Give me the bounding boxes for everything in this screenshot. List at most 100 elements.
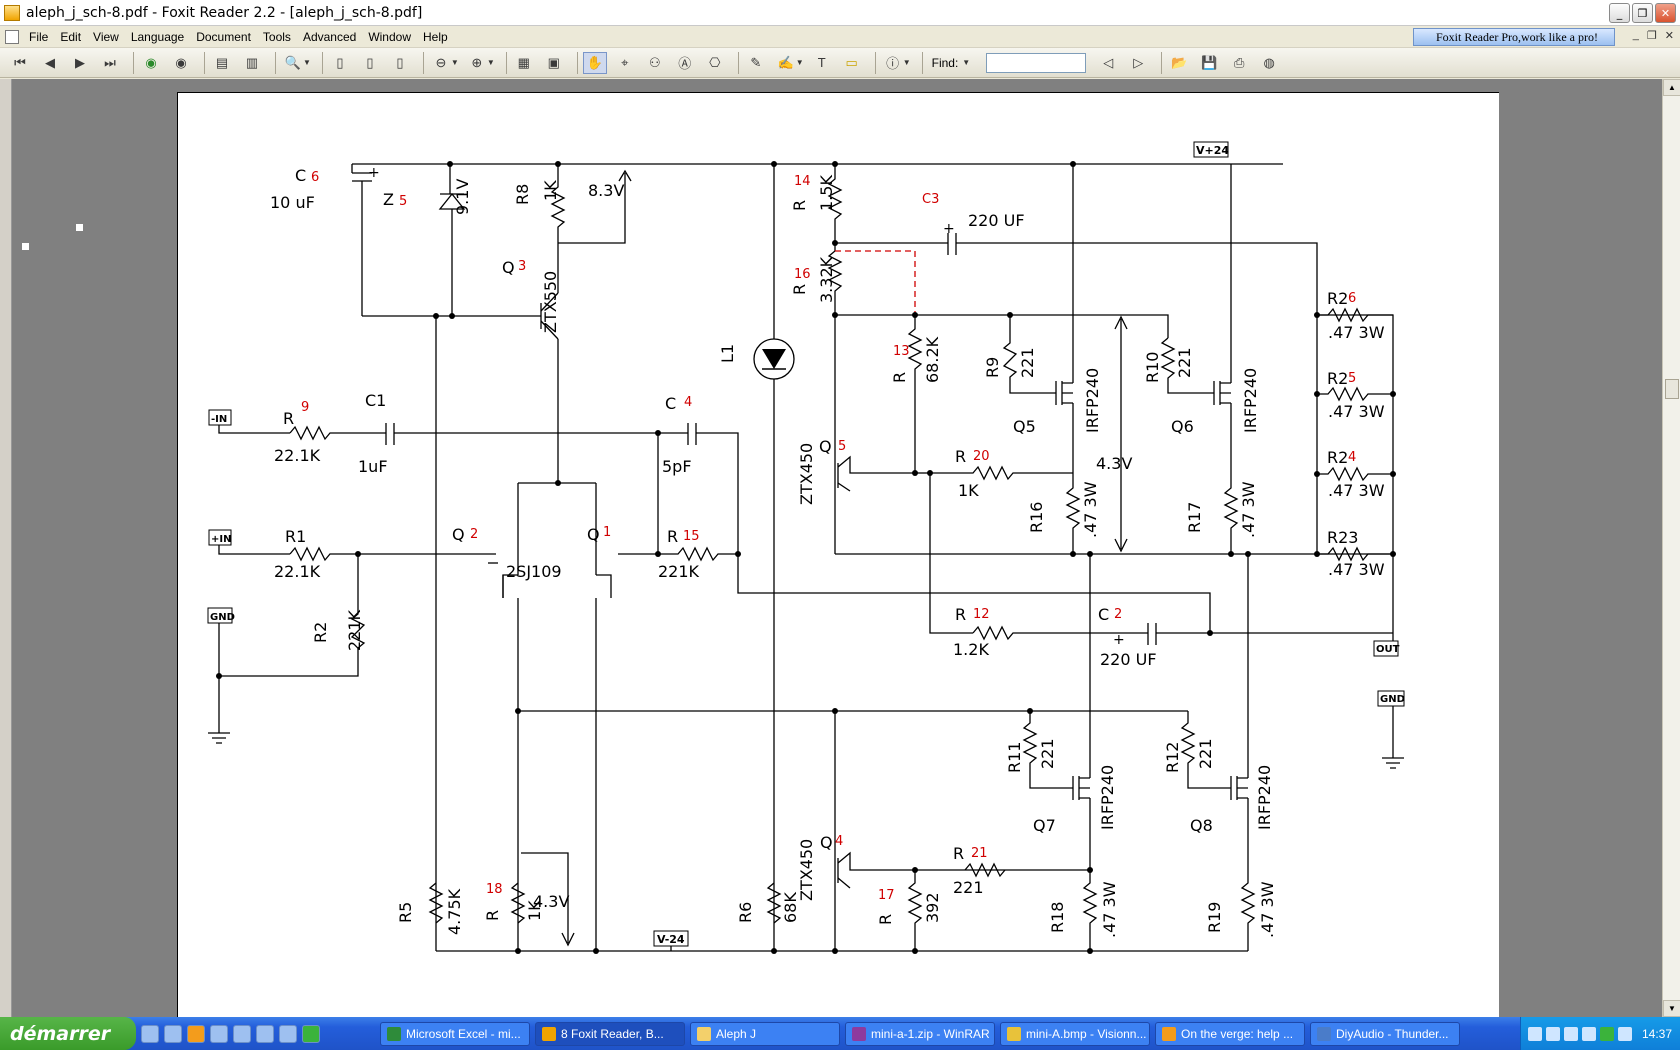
last-page-icon[interactable]: ⏭ [104, 54, 116, 70]
typewriter-icon[interactable]: T [817, 55, 826, 70]
task-winrar[interactable]: mini-a-1.zip - WinRAR [845, 1021, 995, 1046]
toolbar-separator [133, 51, 134, 74]
select-text-icon[interactable]: ⌖ [621, 54, 629, 70]
label-q1-num: 1 [603, 525, 611, 540]
page-marker [22, 243, 29, 250]
scroll-down-icon[interactable]: ▼ [1663, 1000, 1680, 1017]
find-next-icon[interactable]: ▷ [1133, 54, 1144, 70]
foxit-icon [542, 1026, 556, 1041]
led-symbol [753, 338, 795, 380]
close-button[interactable]: ✕ [1655, 3, 1676, 23]
rotate-view-icon[interactable]: ▥ [245, 54, 259, 70]
fit-width-icon[interactable]: ▯ [396, 54, 404, 70]
tree-quicklaunch-icon[interactable] [302, 1024, 320, 1043]
page-layout-icon[interactable]: ▤ [215, 54, 229, 70]
menu-advanced[interactable]: Advanced [302, 29, 357, 44]
first-page-icon[interactable]: ⏮ [14, 54, 26, 70]
media-icon[interactable] [1581, 1026, 1596, 1041]
toolbar-separator [321, 51, 323, 74]
label-gnd-right: GND [1380, 694, 1405, 705]
tray-expand-icon[interactable] [1527, 1026, 1542, 1041]
zoom-tool-icon[interactable]: 🔍 [284, 54, 302, 70]
edit-document-icon[interactable]: ✎ [750, 54, 762, 70]
vertical-scrollbar[interactable]: ▲ ▼ [1662, 79, 1680, 1017]
mdi-restore-icon[interactable]: ❐ [1646, 30, 1657, 42]
bookmarks-icon[interactable]: ▦ [517, 54, 530, 70]
task-excel[interactable]: Microsoft Excel - mi... [380, 1021, 530, 1046]
menu-file[interactable]: File [29, 29, 49, 44]
task-thunderbird[interactable]: DiyAudio - Thunder... [1310, 1021, 1460, 1046]
zoom-out-dropdown-icon[interactable]: ▼ [450, 58, 459, 67]
info-dropdown-icon[interactable]: ▼ [902, 58, 911, 67]
find-options-icon[interactable]: ▼ [962, 58, 971, 67]
menu-language[interactable]: Language [130, 29, 185, 44]
go-forward-icon[interactable]: ◉ [175, 54, 187, 70]
menu-document[interactable]: Document [196, 29, 251, 44]
highlight-tool-icon[interactable]: ✍ [777, 54, 794, 70]
scroll-thumb[interactable] [1665, 379, 1679, 399]
menu-view[interactable]: View [93, 29, 119, 44]
thunderbird-quicklaunch-icon[interactable] [210, 1024, 228, 1043]
app-tray-icon[interactable] [1617, 1026, 1632, 1041]
highlight-dropdown-icon[interactable]: ▼ [795, 58, 804, 67]
info-icon[interactable]: ⓘ [886, 56, 900, 71]
app3-quicklaunch-icon[interactable] [279, 1024, 297, 1043]
mdi-close-icon[interactable]: ✕ [1664, 30, 1674, 42]
zoom-in-dropdown-icon[interactable]: ▼ [486, 58, 495, 67]
scroll-up-icon[interactable]: ▲ [1663, 79, 1680, 96]
start-button[interactable]: démarrer [0, 1017, 136, 1050]
label-r23-value: .47 3W [1328, 560, 1385, 579]
firefox-quicklaunch-icon[interactable] [187, 1024, 205, 1043]
terminal-boxes [207, 141, 1405, 947]
note-comment-icon[interactable]: ▭ [845, 54, 858, 70]
label-plus: + [368, 165, 380, 181]
maximize-button[interactable]: ❐ [1632, 3, 1653, 23]
next-page-icon[interactable]: ▶ [75, 54, 85, 70]
menu-edit[interactable]: Edit [60, 29, 82, 44]
clock[interactable]: 14:37 [1641, 1026, 1672, 1041]
hand-tool-icon[interactable]: ✋ [582, 51, 607, 74]
navigation-panel-strip[interactable] [0, 79, 12, 1017]
save-icon[interactable]: 💾 [1201, 54, 1218, 70]
play-icon[interactable] [1599, 1026, 1614, 1041]
zoom-in-icon[interactable]: ⊕ [471, 54, 483, 70]
network-icon[interactable] [1545, 1026, 1560, 1041]
volume-icon[interactable] [1563, 1026, 1578, 1041]
zoom-dropdown-icon[interactable]: ▼ [303, 58, 311, 67]
menu-window[interactable]: Window [368, 29, 411, 44]
label-r5: R5 [396, 902, 415, 923]
task-image-viewer[interactable]: mini-A.bmp - Visionn... [1000, 1021, 1150, 1046]
minimize-button[interactable]: _ [1609, 3, 1630, 23]
label-4v3b: 4.3V [533, 892, 569, 911]
fit-page-icon[interactable]: ▯ [366, 54, 374, 70]
web-icon[interactable]: ◍ [1263, 54, 1275, 70]
label-r18b-value: .47 3W [1100, 881, 1119, 938]
app2-quicklaunch-icon[interactable] [256, 1024, 274, 1043]
zoom-out-icon[interactable]: ⊖ [435, 54, 447, 70]
open-file-icon[interactable]: 📂 [1171, 54, 1188, 70]
label-c4: C [665, 394, 676, 413]
previous-page-icon[interactable]: ◀ [45, 54, 55, 70]
actual-size-icon[interactable]: ▯ [336, 54, 344, 70]
document-area[interactable]: C 6 10 uF + Z 5 9.1V R8 1K 8.3V Q 3 ZTX5… [12, 79, 1662, 1017]
thumbnails-icon[interactable]: ▣ [547, 54, 560, 70]
mdi-minimize-icon[interactable]: _ [1632, 29, 1639, 41]
menu-tools[interactable]: Tools [262, 29, 291, 44]
label-q8: Q8 [1190, 816, 1213, 835]
find-previous-icon[interactable]: ◁ [1103, 54, 1114, 70]
search-binoculars-icon[interactable]: ⚇ [648, 54, 661, 70]
task-aleph-folder[interactable]: Aleph J [690, 1021, 840, 1046]
find-input[interactable] [986, 52, 1087, 73]
pro-promo-banner[interactable]: Foxit Reader Pro,work like a pro! [1413, 28, 1615, 46]
ie-quicklaunch-icon[interactable] [141, 1024, 159, 1043]
go-back-icon[interactable]: ◉ [145, 54, 157, 70]
label-c2: C [1098, 605, 1109, 624]
snapshot-icon[interactable]: ⎔ [709, 54, 721, 70]
menu-help[interactable]: Help [423, 29, 448, 44]
text-select-icon[interactable]: Ⓐ [678, 56, 692, 71]
app-quicklaunch-icon[interactable] [233, 1024, 251, 1043]
print-icon[interactable]: ⎙ [1234, 54, 1245, 70]
task-firefox[interactable]: On the verge: help ... [1155, 1021, 1305, 1046]
explorer-quicklaunch-icon[interactable] [164, 1024, 182, 1043]
task-foxit[interactable]: 8 Foxit Reader, B... [535, 1021, 685, 1046]
